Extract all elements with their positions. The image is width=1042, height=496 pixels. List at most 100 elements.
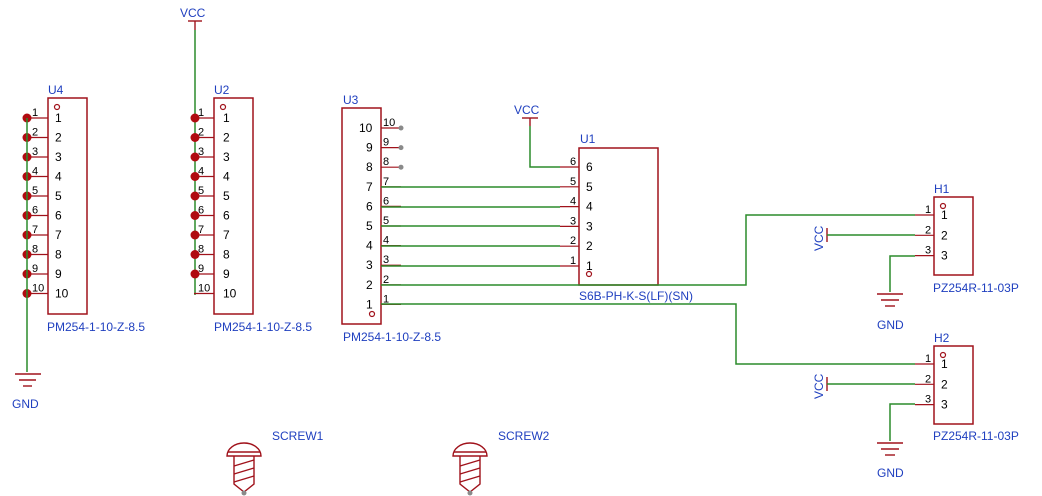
u2-pin-number: 4 <box>198 166 204 178</box>
u4-pin-number: 7 <box>32 224 38 236</box>
u4-pin-label: 4 <box>55 170 62 184</box>
u1-pin-label: 4 <box>586 200 593 214</box>
screw-thread <box>233 459 255 467</box>
u3-pin-label: 7 <box>366 180 373 194</box>
u1-pin-number: 3 <box>570 215 576 227</box>
u2-pin-number: 1 <box>198 107 204 119</box>
u2-junction-dot <box>190 191 200 201</box>
h2-pin-label: 2 <box>941 377 948 391</box>
u1-pin-label: 5 <box>586 180 593 194</box>
u2-pin-label: 8 <box>223 248 230 262</box>
u2-pin-number: 6 <box>198 205 204 217</box>
h1-pin-number: 1 <box>925 204 931 216</box>
u4-pin-number: 5 <box>32 185 38 197</box>
u3-pin-number: 4 <box>383 235 389 247</box>
gnd-symbol-u4: GND <box>12 373 41 411</box>
gnd-label-h1: GND <box>877 318 904 332</box>
screw-icon <box>452 442 488 496</box>
h2-pin-number: 3 <box>925 394 931 406</box>
u2-junction-dot <box>190 250 200 259</box>
screw-head <box>226 442 262 457</box>
u2-pin-label: 6 <box>223 209 230 223</box>
u2-pin-label: 10 <box>223 287 237 301</box>
u2-pin-number: 8 <box>198 244 204 256</box>
wire-h2p3-gnd <box>889 403 915 441</box>
u3-pin-number: 8 <box>383 156 389 168</box>
u2-junction-dot <box>190 269 200 279</box>
h2-pin-label: 1 <box>941 357 948 371</box>
u3-pin1-marker <box>368 310 376 318</box>
u3-pin-label: 5 <box>366 219 373 233</box>
u3-pin-label: 2 <box>366 278 373 292</box>
u3-pin-label: 4 <box>366 239 373 253</box>
u2-pin-label: 5 <box>223 189 230 203</box>
component-screw1[interactable]: SCREW1 <box>226 429 324 496</box>
u3-pin-label: 6 <box>366 199 373 213</box>
u4-value: PM254-1-10-Z-8.5 <box>47 320 145 334</box>
u2-body <box>213 97 254 315</box>
u3-pin-label: 1 <box>366 297 373 311</box>
u3-pin-number: 3 <box>383 254 389 266</box>
u2-pin-number: 3 <box>198 146 204 158</box>
gnd-label-h2: GND <box>877 466 904 480</box>
u2-junction-dot <box>190 133 200 142</box>
u3-pin-number: 9 <box>383 137 389 149</box>
u2-pin-number: 7 <box>198 224 204 236</box>
screw1-designator: SCREW1 <box>272 429 324 443</box>
wire-u3p1-h2p1 <box>381 303 915 365</box>
u3-no-connect-dot <box>398 145 404 151</box>
u2-pin-label: 7 <box>223 228 230 242</box>
screw-thread <box>233 467 255 475</box>
gnd-symbol-h1: GND <box>877 293 904 332</box>
u2-pin-label: 4 <box>223 170 230 184</box>
vcc-label-h1: VCC <box>812 225 826 251</box>
h1-value: PZ254R-11-03P <box>933 281 1019 295</box>
screw-icon <box>226 442 262 496</box>
u2-pin1-marker <box>219 103 227 111</box>
u4-pin-label: 5 <box>55 189 62 203</box>
screw2-designator: SCREW2 <box>498 429 550 443</box>
u1-designator: U1 <box>580 132 596 146</box>
u3-pin-number: 6 <box>383 195 389 207</box>
h1-pin-number: 3 <box>925 245 931 257</box>
u4-pin-number: 8 <box>32 244 38 256</box>
u4-pin-number: 4 <box>32 166 38 178</box>
u2-junction-dot <box>190 230 200 240</box>
h1-pin-label: 3 <box>941 249 948 263</box>
vcc-label-u2: VCC <box>180 6 206 20</box>
gnd-label-u4: GND <box>12 397 39 411</box>
screw-pin <box>467 490 473 496</box>
wire-u3p2-h1p1 <box>381 214 915 286</box>
component-screw2[interactable]: SCREW2 <box>452 429 550 496</box>
u4-pin-number: 1 <box>32 107 38 119</box>
wire-h1p3-gnd <box>889 255 915 292</box>
u2-pin-label: 9 <box>223 267 230 281</box>
u4-body <box>47 97 88 315</box>
u3-pin-label: 8 <box>366 160 373 174</box>
u2-junction-dot <box>190 152 200 162</box>
h1-pin1-marker <box>939 202 947 210</box>
u4-pin-label: 1 <box>55 111 62 125</box>
h2-pin1-marker <box>939 351 947 359</box>
u1-pin-number: 5 <box>570 176 576 188</box>
u3-pin-number: 5 <box>383 215 389 227</box>
u1-pin-label: 3 <box>586 219 593 233</box>
u2-pin-number: 5 <box>198 185 204 197</box>
u1-pin-label: 6 <box>586 160 593 174</box>
h1-body <box>933 196 974 276</box>
u2-pin-number: 9 <box>198 263 204 275</box>
u1-pin-number: 2 <box>570 235 576 247</box>
screw-thread <box>233 475 255 483</box>
screw-thread <box>459 467 481 475</box>
u3-value: PM254-1-10-Z-8.5 <box>343 330 441 344</box>
u4-pin-number: 9 <box>32 263 38 275</box>
u1-pin-number: 1 <box>570 255 576 267</box>
